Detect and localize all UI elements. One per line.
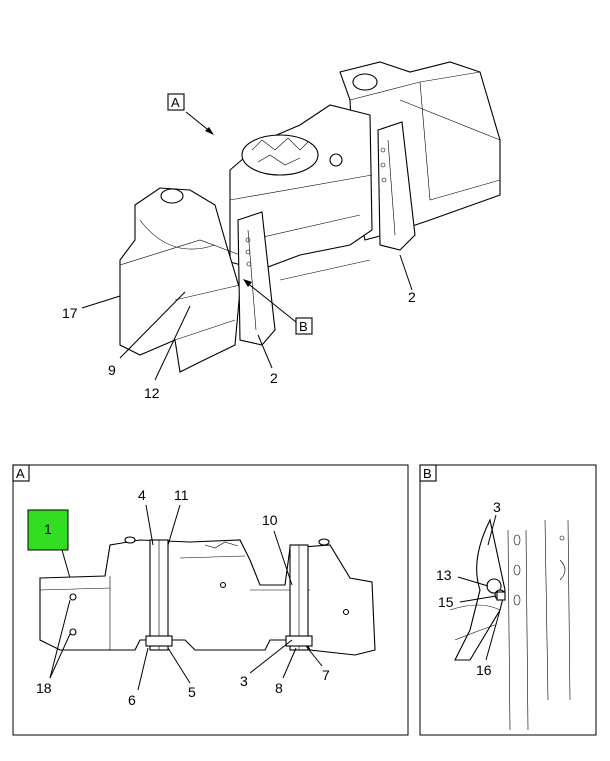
callout-15: 15 <box>438 594 454 610</box>
callout-6: 6 <box>128 692 136 708</box>
strap-clamp-left <box>145 635 173 647</box>
view-b-pointer-box <box>295 317 313 335</box>
front-tank-filler-cap <box>160 188 184 204</box>
callout-4: 4 <box>138 487 146 503</box>
highlight-part-1 <box>27 509 69 551</box>
callout-13: 13 <box>436 567 452 583</box>
view-b-pointer-label: B <box>299 319 308 334</box>
callout-18: 18 <box>36 680 52 696</box>
fuel-sender-unit <box>241 134 319 176</box>
callout-7: 7 <box>322 667 330 683</box>
callout-1: 1 <box>44 521 52 537</box>
callout-16: 16 <box>476 662 492 678</box>
front-fuel-tank <box>119 187 241 373</box>
panel-a-tag <box>12 464 30 482</box>
callout-17: 17 <box>62 305 78 321</box>
front-strap-bracket <box>237 211 276 346</box>
panel-a-side-view: A 1 4 <box>12 464 409 736</box>
callout-2-front: 2 <box>270 370 278 386</box>
view-a-pointer-label: A <box>171 95 180 110</box>
panel-b-tag <box>419 464 437 482</box>
rear-tank-filler-cap <box>352 73 378 91</box>
rear-strap-bracket <box>377 121 416 251</box>
callout-5: 5 <box>188 684 196 700</box>
panel-a-frame <box>12 464 409 736</box>
callout-11: 11 <box>174 487 189 503</box>
callout-8: 8 <box>275 680 283 696</box>
panel-b-frame <box>419 464 597 736</box>
strap-clamp-right <box>285 635 313 647</box>
callout-9: 9 <box>108 362 116 378</box>
callout-10: 10 <box>262 512 278 528</box>
bracket-curve <box>454 518 506 661</box>
panel-b-title: B <box>423 466 432 481</box>
callout-3: 3 <box>240 673 248 689</box>
center-fitting <box>329 153 343 167</box>
callout-12: 12 <box>144 385 160 401</box>
view-a-pointer-box <box>167 93 185 111</box>
panel-b-detail-view: B 3 13 15 16 <box>419 464 597 736</box>
callout-b-3: 3 <box>493 499 501 515</box>
panel-a-title: A <box>16 466 25 481</box>
callout-2-rear: 2 <box>408 289 416 305</box>
main-isometric-view: A <box>62 61 501 401</box>
bolt-head <box>496 591 506 601</box>
